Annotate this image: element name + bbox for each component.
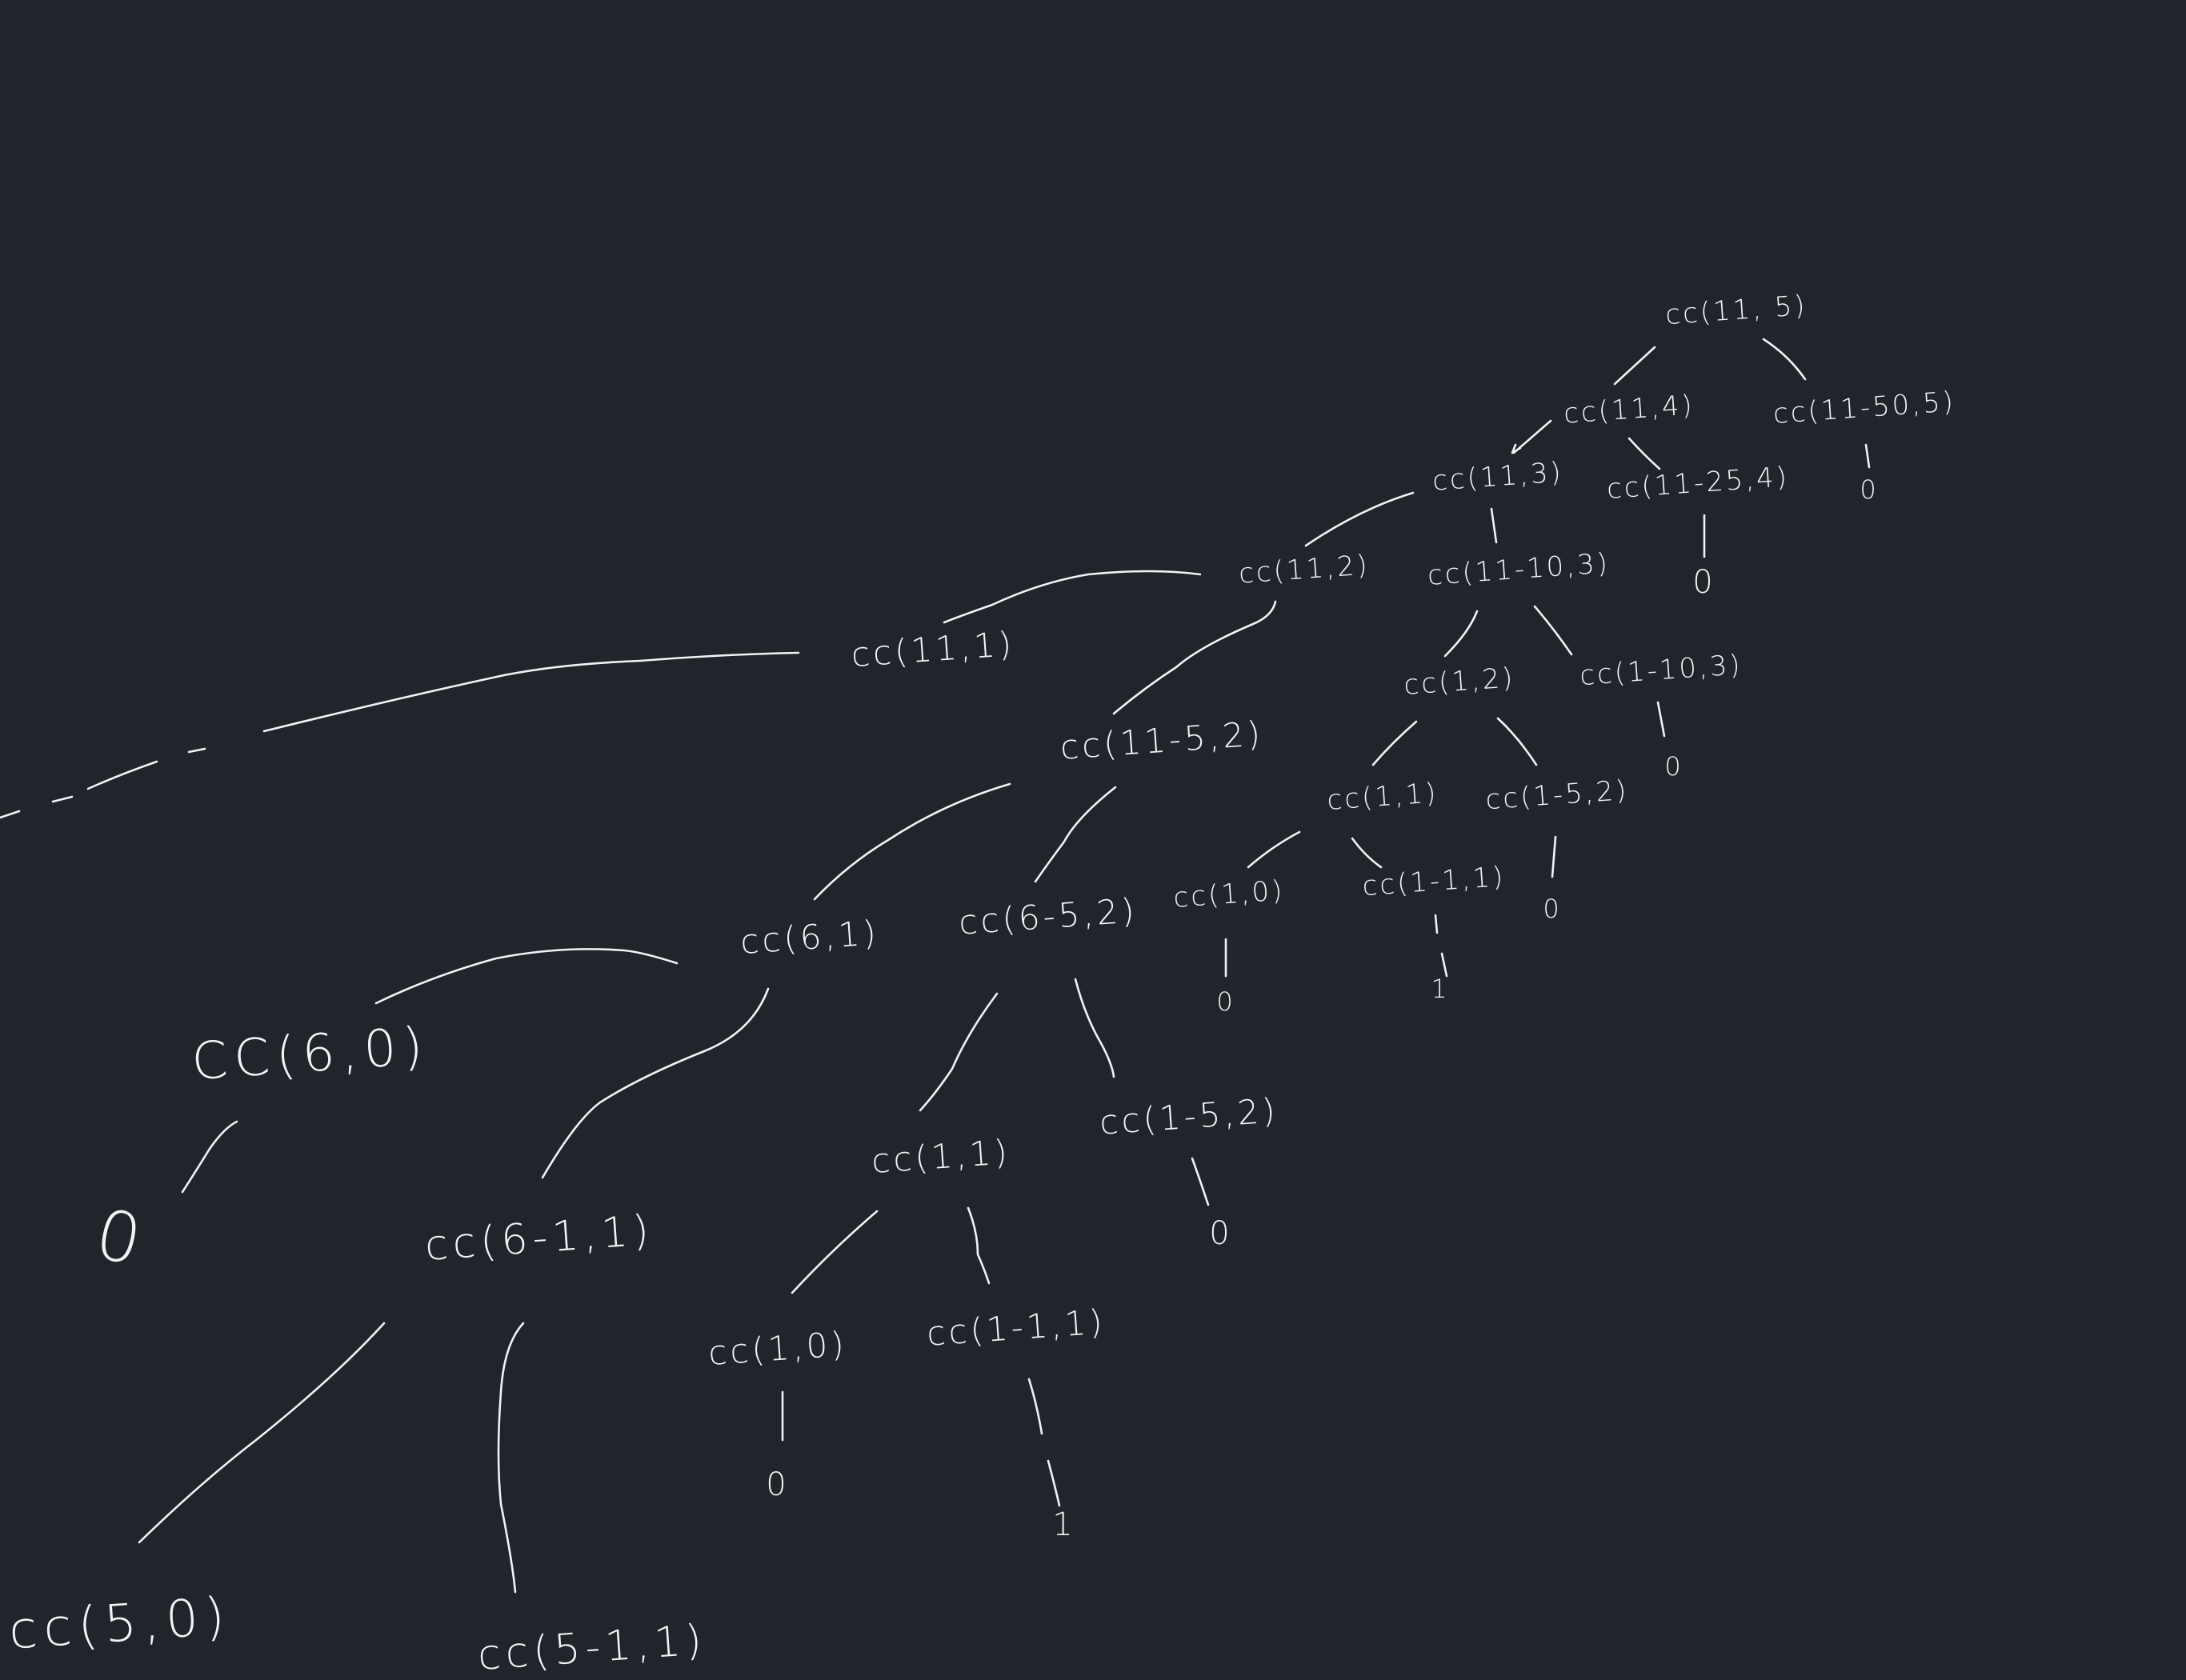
edge-11-4-to-11m25-4 (1627, 437, 1661, 470)
edge-11-3-to-11m10-3 (1490, 507, 1498, 544)
edge-11-4-to-11-3 (1511, 419, 1552, 454)
leaf-1m10-3: 0 (1664, 751, 1684, 782)
node-cc-11-3: cc(11,3) (1431, 456, 1565, 498)
leaf-11m25-4: 0 (1692, 564, 1716, 601)
edge-6-0-to-leaf (181, 1120, 238, 1194)
edge-11m10-3-to-1m10-3 (1533, 605, 1573, 656)
edge-1-1a-to-1-0a (1247, 830, 1301, 869)
edge-1m5-2a-to-leaf (1551, 835, 1557, 878)
node-cc-1-1-a: cc(1,1) (1326, 777, 1439, 817)
edge-11m50-5-to-leaf (1864, 443, 1871, 469)
edge-11-2-to-11-1 (943, 570, 1202, 624)
edge-11-1-dash-2 (86, 760, 158, 790)
leaf-1-0-a: 0 (1216, 986, 1235, 1017)
edge-1m1-1a-leaf-1 (1434, 914, 1439, 934)
node-cc-1-1-b: cc(1,1) (870, 1132, 1012, 1182)
edge-6m1-1-to-5m1-1 (497, 1322, 525, 1594)
edge-6m1-1-to-5-0 (138, 1322, 386, 1544)
node-cc-1-0-b: cc(1,0) (707, 1324, 849, 1374)
edge-11-5-to-11-4 (1613, 346, 1656, 386)
edge-11-1-dash-3 (51, 795, 74, 803)
edge-1-1b-to-1-0b (791, 1210, 879, 1294)
edge-1m1-1a-leaf-2 (1440, 952, 1448, 978)
node-cc-6-0: CC(6,0) (190, 1016, 431, 1093)
leaf-1m5-2-b: 0 (1209, 1215, 1233, 1252)
leaf-1-0-b: 0 (766, 1466, 790, 1503)
edge-11-2-to-11m5-2 (1112, 600, 1277, 715)
leaf-1m1-1-b: 1 (1052, 1506, 1076, 1543)
edge-11-3-to-11-2 (1304, 491, 1415, 547)
node-cc-11-4: cc(11,4) (1562, 389, 1696, 430)
leaf-11m50-5: 0 (1860, 474, 1879, 505)
edge-11m5-2-to-6-1 (813, 782, 1011, 901)
edge-1m5-2b-to-leaf (1191, 1157, 1210, 1206)
node-cc-1-2: cc(1,2) (1403, 662, 1516, 702)
edge-6-1-to-6m1-1 (541, 987, 770, 1179)
edge-11-5-to-11m50-5 (1762, 338, 1807, 381)
edge-6m5-2-to-1m5-2b (1074, 978, 1115, 1078)
leaf-1m1-1-a: 1 (1431, 974, 1450, 1004)
edge-6m5-2-to-1-1b (919, 992, 999, 1112)
edge-1m10-3-to-leaf (1656, 701, 1666, 738)
edge-11m10-3-to-1-2 (1443, 610, 1479, 658)
node-cc-11-2: cc(11,2) (1237, 549, 1371, 590)
node-cc-6-1: cc(6,1) (739, 913, 881, 962)
edge-1m1-1b-leaf-2 (1047, 1459, 1061, 1507)
drawing-canvas: cc(11, 5) cc(11,4) cc(11-50,5) cc(11,3) … (0, 289, 1957, 1680)
edge-11m5-2-to-6m5-2 (1034, 786, 1117, 883)
tree-edges (0, 338, 1871, 1594)
edge-1-1a-to-1m1-1a (1351, 837, 1383, 869)
node-cc-5-0: cc(5,0) (6, 1586, 234, 1662)
leaf-1m5-2-a: 0 (1543, 894, 1562, 924)
node-cc-1-0-a: cc(1,0) (1172, 874, 1286, 914)
edge-11-1-continuation (262, 651, 800, 733)
edge-11-1-dash-4 (0, 810, 21, 819)
edge-1-2-to-1-1 (1371, 720, 1418, 766)
edge-1m1-1b-leaf-1 (1027, 1378, 1043, 1435)
edge-6-1-to-6-0 (374, 948, 679, 1005)
edge-1-1b-to-1m1-1b (967, 1206, 991, 1285)
edge-1-2-to-1m5-2 (1496, 717, 1538, 766)
edge-11-1-dash-1 (187, 747, 206, 754)
